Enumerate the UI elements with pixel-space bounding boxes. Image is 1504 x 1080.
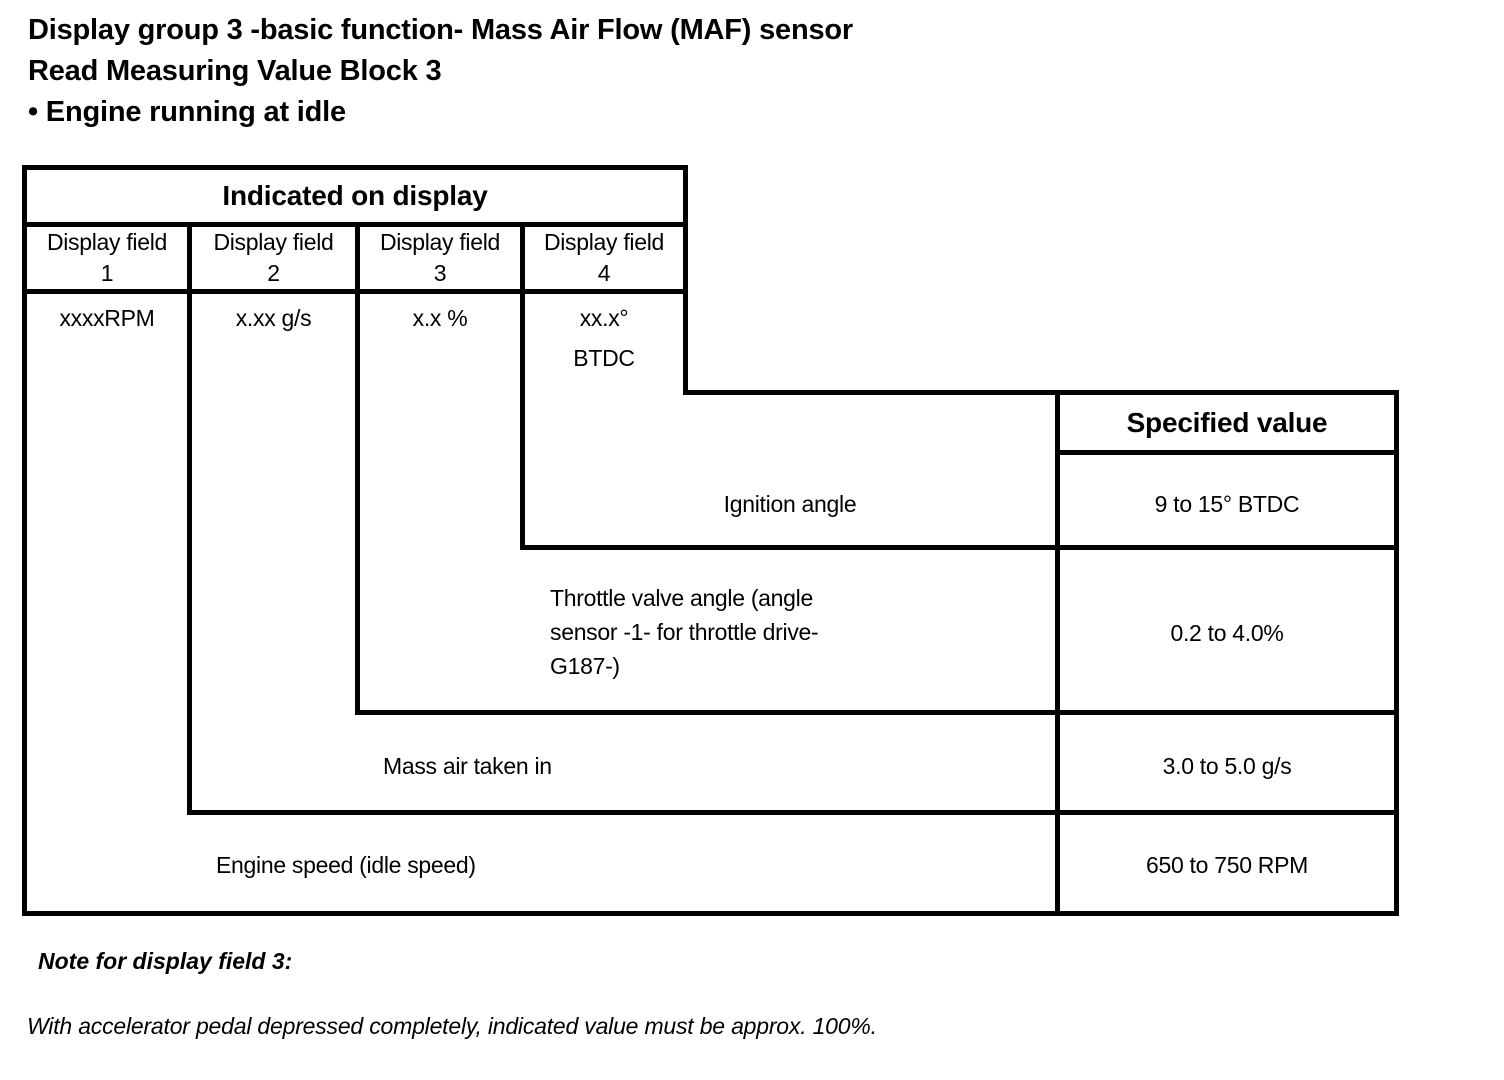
title-line-1: Display group 3 -basic function- Mass Ai… [28,14,853,46]
row-label-throttle-valve-angle: Throttle valve angle (angle sensor -1- f… [550,581,970,683]
row-label-ignition-angle: Ignition angle [723,491,857,517]
note-body: With accelerator pedal depressed complet… [27,1013,877,1039]
table-border-below-indicated [22,222,688,227]
display-field-2-header: Display field 2 [192,227,355,289]
specified-value-engine-speed: 650 to 750 RPM [1145,852,1308,878]
display-field-4-format-line2: BTDC [573,345,635,371]
title-line-2: Read Measuring Value Block 3 [28,55,442,87]
indicated-on-display-header: Indicated on display [222,180,488,211]
table-border-bottom-outer [22,911,1399,916]
specified-value-mass-air: 3.0 to 5.0 g/s [1162,753,1292,779]
display-field-3-format: x.x % [412,305,468,331]
row-label-engine-speed: Engine speed (idle speed) [216,852,476,878]
table-border-below-throttle-row [355,710,1399,715]
table-border-col2-col3 [355,222,360,715]
table-border-col4-right [683,165,688,395]
display-field-4-format-line1: xx.x° [579,305,629,331]
display-field-2-format: x.xx g/s [235,305,312,331]
table-border-below-field-headers [22,289,688,294]
table-border-col3-col4 [520,222,525,550]
display-field-4-format: xx.x° BTDC [525,298,683,378]
specified-value-header: Specified value [1126,406,1328,438]
display-field-1-label: Display field [46,229,168,255]
page-title: Display group 3 -basic function- Mass Ai… [28,10,1128,133]
display-field-4-header: Display field 4 [525,227,683,289]
table-border-right-outer [1394,390,1399,916]
display-field-3-label: Display field [379,229,501,255]
table-border-top-outer [22,165,688,170]
table-border-col1-col2 [187,222,192,815]
display-field-3-header: Display field 3 [360,227,520,289]
display-field-4-label: Display field [543,229,665,255]
specified-value-ignition-angle: 9 to 15° BTDC [1154,491,1300,517]
table-border-below-massair-row [187,810,1399,815]
display-field-1-format: xxxxRPM [59,305,155,331]
row-label-mass-air: Mass air taken in [383,753,552,779]
table-border-below-ignition-row [520,545,1399,550]
specified-value-throttle-angle: 0.2 to 4.0% [1170,620,1284,646]
display-field-1-number: 1 [100,260,114,286]
title-line-3-bullet: • Engine running at idle [28,96,346,128]
table-border-specified-left [1055,390,1060,916]
throttle-label-line1: Throttle valve angle (angle [550,585,813,611]
throttle-label-line3: G187-) [550,653,620,679]
display-field-3-number: 3 [433,260,447,286]
display-field-4-number: 4 [597,260,611,286]
table-border-step-top-right [683,390,1399,395]
display-field-2-number: 2 [267,260,280,286]
note-heading: Note for display field 3: [38,948,293,974]
table-border-left-outer [22,165,27,916]
display-field-2-label: Display field [213,229,334,255]
table-border-below-specified-header [1055,450,1399,455]
display-field-1-header: Display field 1 [27,227,187,289]
throttle-label-line2: sensor -1- for throttle drive- [550,619,819,645]
